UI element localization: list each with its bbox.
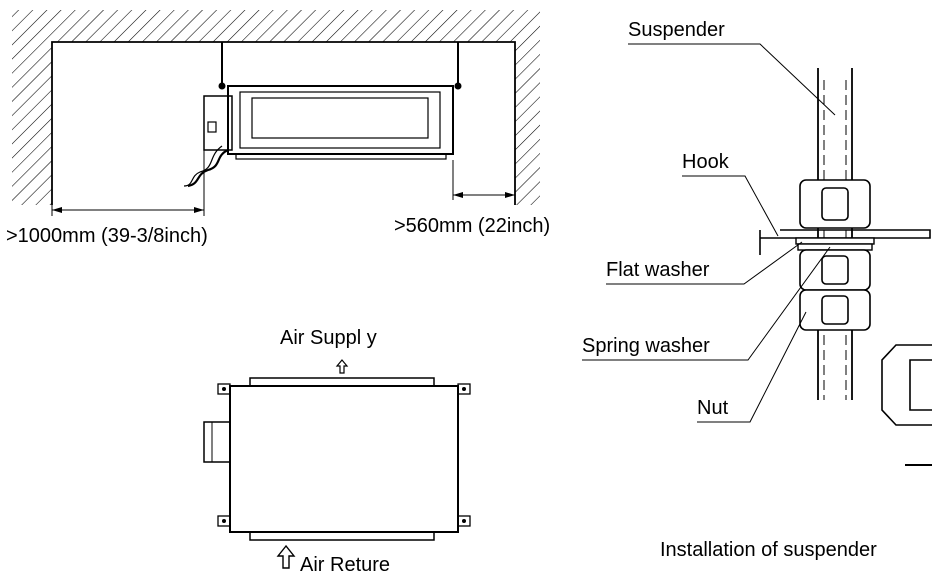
clearance-left-label: >1000mm (39-3/8inch) xyxy=(6,225,208,247)
suspender-label: Suspender xyxy=(628,19,725,41)
suspender-detail: Suspender Hook Flat washer Spring washer… xyxy=(582,19,932,561)
air-return-label: Air Reture xyxy=(300,554,390,576)
unit-top-view: Air Suppl y Air Reture xyxy=(203,327,471,576)
hook-label: Hook xyxy=(682,151,730,173)
flat-washer-label: Flat washer xyxy=(606,259,710,281)
room-outline xyxy=(51,41,516,205)
spring-washer-label: Spring washer xyxy=(582,335,710,357)
indoor-unit-side xyxy=(183,85,454,188)
air-supply-arrow-icon xyxy=(335,359,349,374)
clearance-right-label: >560mm (22inch) xyxy=(394,215,550,237)
nut-label: Nut xyxy=(697,397,729,419)
installation-caption: Installation of suspender xyxy=(660,539,877,561)
air-return-arrow-icon xyxy=(276,544,296,569)
hatched-ceiling-and-walls xyxy=(12,10,540,205)
air-supply-label: Air Suppl y xyxy=(280,327,377,349)
ceiling-clearance-view: >1000mm (39-3/8inch) >560mm (22inch) xyxy=(6,10,550,247)
